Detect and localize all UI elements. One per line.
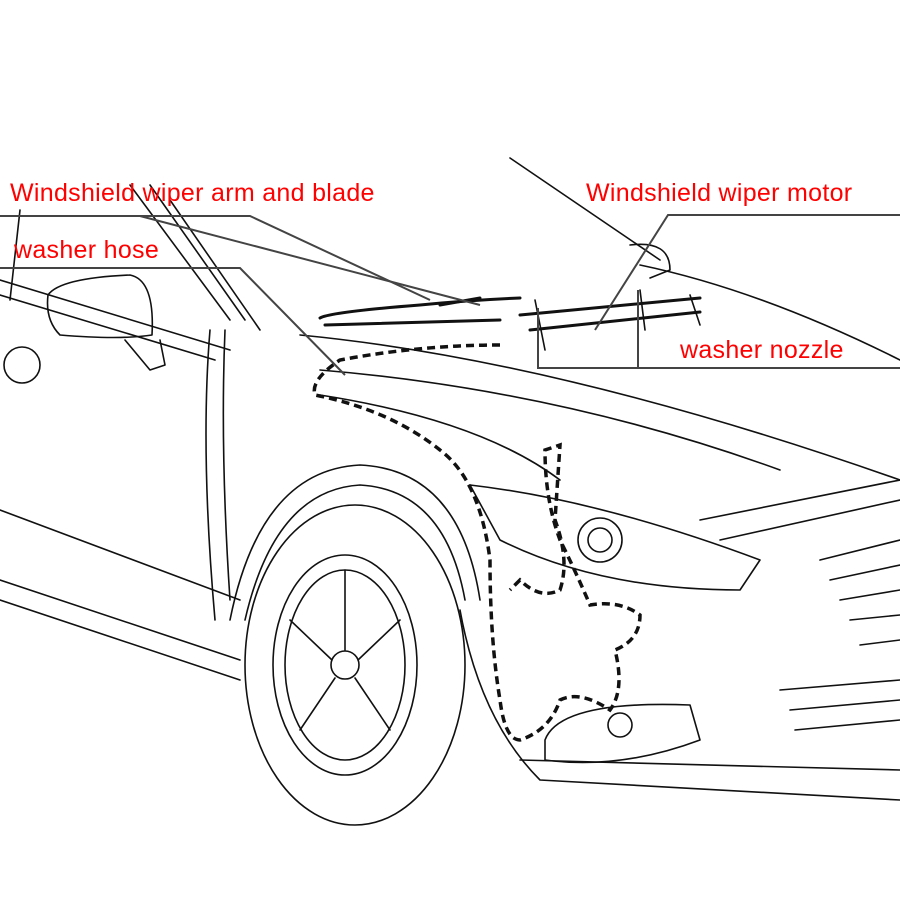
grille <box>779 539 900 731</box>
front-wheel <box>229 464 481 826</box>
leader-lines <box>0 214 900 376</box>
side-mirror <box>46 274 166 371</box>
label-washer-hose: washer hose <box>14 236 160 264</box>
fog-light <box>544 703 701 764</box>
washer-hose-route <box>312 343 642 742</box>
wiper-assembly <box>318 243 702 351</box>
fuel-door <box>3 346 41 384</box>
label-wiper-motor: Windshield wiper motor <box>586 179 853 207</box>
car-body <box>0 264 900 801</box>
windshield-frame <box>0 157 661 361</box>
label-wiper-arm-and-blade: Windshield wiper arm and blade <box>10 179 375 207</box>
label-washer-nozzle: washer nozzle <box>680 336 844 364</box>
headlight <box>469 484 761 591</box>
